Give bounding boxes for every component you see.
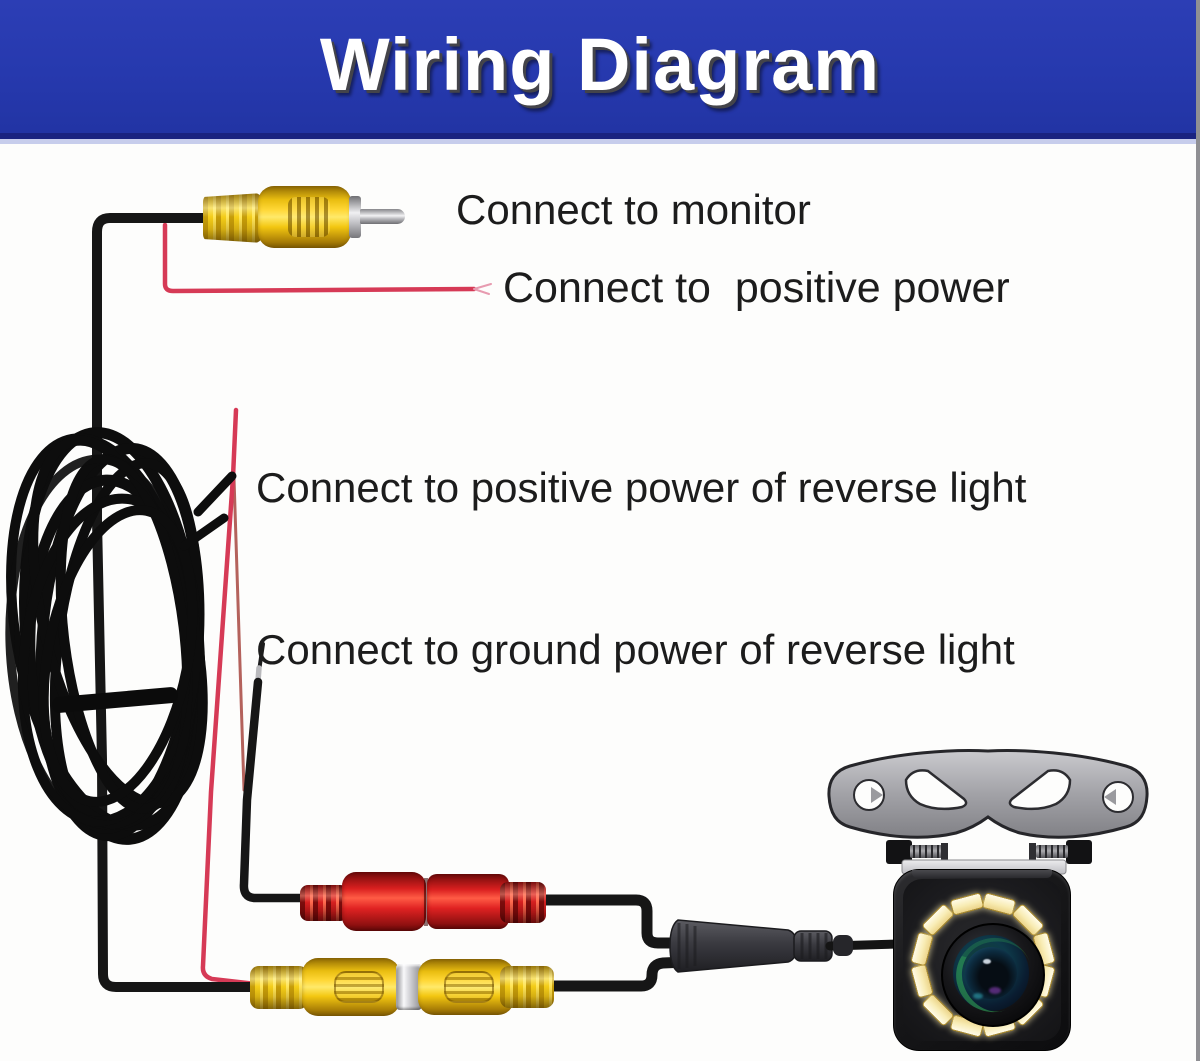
red-power-wire: [162, 222, 492, 295]
led-chip: [921, 903, 956, 938]
cable-coil: [5, 427, 237, 845]
splitter-top-wire: [536, 894, 690, 949]
red-female-body: [427, 874, 509, 929]
silver-coupler: [396, 964, 422, 1010]
connector-strain-relief: [500, 966, 554, 1008]
yellow-rca-connector-pair: [250, 958, 554, 1016]
bracket-cutout-left: [904, 769, 968, 811]
connector-strain-relief: [250, 966, 308, 1009]
led-chip: [949, 892, 985, 917]
led-chip: [910, 931, 935, 967]
connector-body: [258, 186, 351, 248]
main-video-cable: [92, 213, 265, 992]
led-chip: [910, 963, 935, 999]
label-connect-to-monitor: Connect to monitor: [456, 186, 811, 233]
connector-grip: [444, 971, 494, 1003]
lens-teal-glint: [973, 993, 983, 999]
y-splitter: [669, 919, 903, 973]
splitter-bottom-wire: [544, 956, 692, 992]
lens-purple-glint: [989, 987, 1001, 994]
connector-strain-relief: [500, 882, 546, 923]
bracket-hole-left: [853, 779, 885, 811]
page-title: Wiring Diagram: [319, 23, 881, 106]
yellow-female-body: [418, 959, 514, 1015]
connector-grip: [288, 197, 330, 237]
camera-bracket: [827, 749, 1149, 839]
lens-glass: [946, 928, 1042, 1022]
banner: Wiring Diagram: [0, 0, 1200, 139]
yellow-male-body: [302, 958, 400, 1016]
camera-body: [893, 869, 1071, 1051]
connector-strain-relief: [300, 885, 348, 921]
red-male-body: [342, 872, 426, 931]
connector-grip: [334, 971, 384, 1003]
lens-highlight: [983, 959, 991, 964]
red-reverse-wire: [200, 407, 259, 987]
yellow-rca-male-connector: [203, 186, 405, 248]
camera-face: [903, 879, 1061, 1041]
label-connect-to-positive-power: Connect to positive power: [503, 264, 1010, 312]
camera-top-strip: [912, 870, 1052, 878]
label-reverse-light-positive: Connect to positive power of reverse lig…: [256, 464, 1027, 511]
image-right-border: [1196, 0, 1200, 1061]
red-rca-connector-pair: [300, 870, 546, 934]
bracket-hole-right: [1102, 781, 1134, 813]
label-reverse-light-ground: Connect to ground power of reverse light: [256, 626, 1015, 673]
ground-wire: [239, 642, 309, 903]
mount-screw-right: [1029, 840, 1092, 864]
connector-junction: [424, 878, 428, 926]
connector-collar: [349, 196, 361, 238]
banner-underline: [0, 139, 1200, 144]
rca-pin: [360, 209, 405, 224]
connector-strain-relief: [203, 193, 263, 243]
camera-lens: [941, 923, 1045, 1027]
bracket-cutout-right: [1008, 769, 1072, 811]
mount-screw-left: [886, 840, 948, 864]
